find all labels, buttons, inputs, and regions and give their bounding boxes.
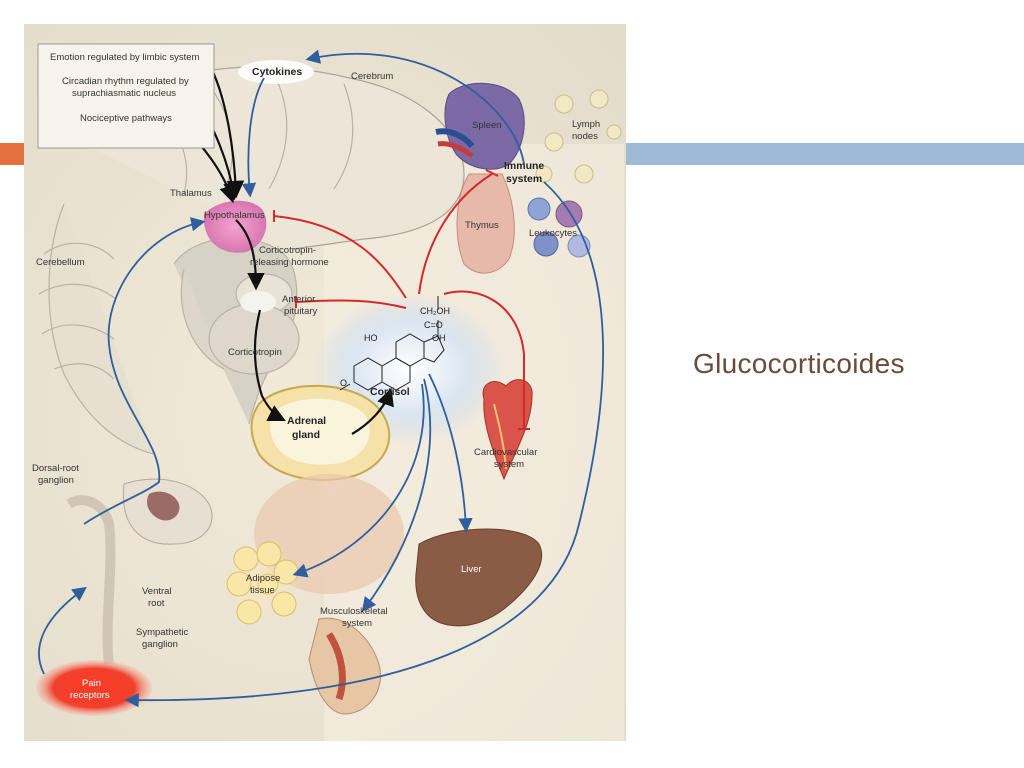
label-lymph-2: nodes: [572, 131, 598, 142]
label-adrenal-1: Adrenal: [287, 415, 326, 427]
input-callout-box: [37, 43, 215, 149]
hypothalamus-region: [203, 200, 267, 253]
label-dorsal-1: Dorsal-root: [32, 463, 79, 474]
label-liver: Liver: [461, 564, 482, 575]
label-sympathetic-1: Sympathetic: [136, 627, 189, 638]
adipose-tissue-cells: [224, 541, 300, 625]
label-cardio-1: Cardiovascular: [474, 447, 537, 458]
label-crh-2: releasing hormone: [250, 257, 329, 268]
label-ventral-2: root: [148, 598, 165, 609]
label-anterior-1: Anterior: [282, 294, 315, 305]
label-ho: HO: [364, 333, 378, 343]
stimulation-arrows: [38, 49, 604, 708]
heart-organ: [482, 379, 533, 481]
label-crh-1: Corticotropin-: [259, 245, 316, 256]
label-o: O: [340, 378, 347, 388]
label-musculo-1: Musculoskeletal: [320, 606, 388, 617]
thymus-organ: [456, 173, 515, 274]
label-ventral-1: Ventral: [142, 586, 172, 597]
label-circadian-2: suprachiasmatic nucleus: [72, 88, 176, 99]
label-thymus: Thymus: [465, 220, 499, 231]
label-corticotropin: Corticotropin: [228, 347, 282, 358]
label-cardio-2: system: [494, 459, 524, 470]
label-ch2oh: CH₂OH: [420, 306, 450, 316]
label-cerebrum: Cerebrum: [351, 71, 393, 82]
spleen-organ: [444, 82, 525, 170]
label-anterior-2: pituitary: [284, 306, 318, 317]
label-adrenal-2: gland: [292, 429, 320, 441]
label-pain-1: Pain: [82, 678, 101, 689]
label-spleen: Spleen: [472, 120, 502, 131]
inhibition-lines: [273, 169, 530, 430]
lymph-nodes-organ: [535, 89, 622, 184]
hpa-axis-figure: Emotion regulated by limbic system Circa…: [24, 24, 626, 741]
label-leukocytes: Leukocytes: [529, 228, 577, 239]
label-cytokines: Cytokines: [252, 66, 302, 78]
label-sympathetic-2: ganglion: [142, 639, 178, 650]
label-lymph-1: Lymph: [572, 119, 600, 130]
label-adipose-2: tissue: [250, 585, 275, 596]
label-co: C=O: [424, 320, 443, 330]
label-oh: OH: [432, 333, 446, 343]
label-musculo-2: system: [342, 618, 372, 629]
hpa-axis-diagram: Emotion regulated by limbic system Circa…: [24, 24, 626, 741]
label-adipose-1: Adipose: [246, 573, 280, 584]
label-cortisol: Cortisol: [370, 386, 410, 398]
label-pain-2: receptors: [70, 690, 110, 701]
label-circadian-1: Circadian rhythm regulated by: [62, 76, 189, 87]
label-thalamus: Thalamus: [170, 188, 212, 199]
accent-bar-left: [0, 143, 26, 165]
label-dorsal-2: ganglion: [38, 475, 74, 486]
liver-organ: [415, 528, 543, 627]
label-hypothalamus: Hypothalamus: [204, 210, 265, 221]
accent-bar-right: [626, 143, 1024, 165]
label-nociceptive: Nociceptive pathways: [80, 113, 172, 124]
label-immune-2: system: [506, 173, 542, 185]
slide-title: Glucocorticoides: [693, 348, 905, 379]
label-immune-1: Immune: [504, 160, 544, 172]
cytokines-marker: [238, 60, 314, 84]
pain-receptors-blob: [36, 660, 152, 716]
cortisol-structure: [339, 296, 445, 391]
label-cerebellum: Cerebellum: [36, 257, 85, 268]
anterior-pituitary-shape: [240, 291, 276, 313]
label-emotion: Emotion regulated by limbic system: [50, 52, 200, 63]
